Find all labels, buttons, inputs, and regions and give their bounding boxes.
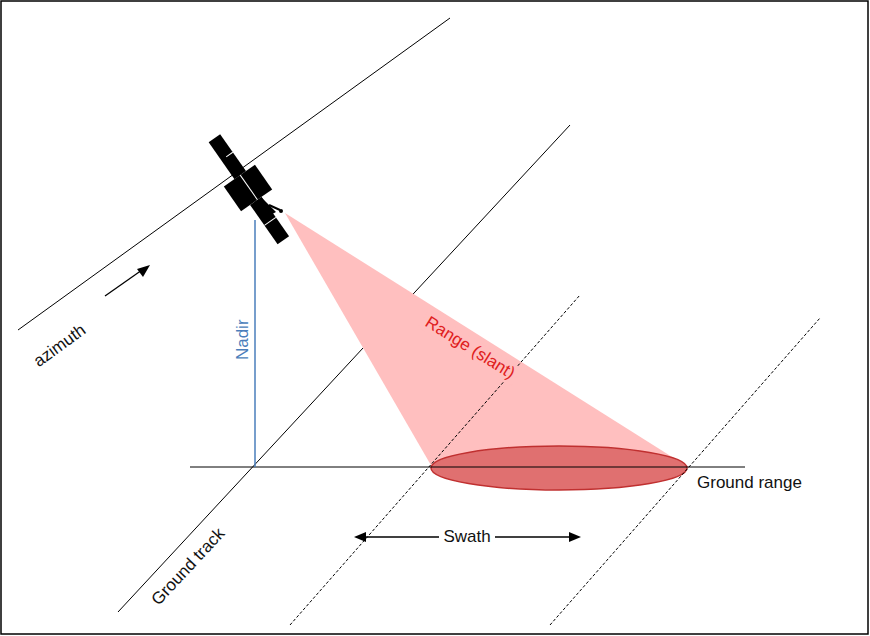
swath-label: Swath: [439, 527, 494, 547]
ground-range-label: Ground range: [697, 473, 802, 493]
nadir-label: Nadir: [232, 320, 252, 361]
